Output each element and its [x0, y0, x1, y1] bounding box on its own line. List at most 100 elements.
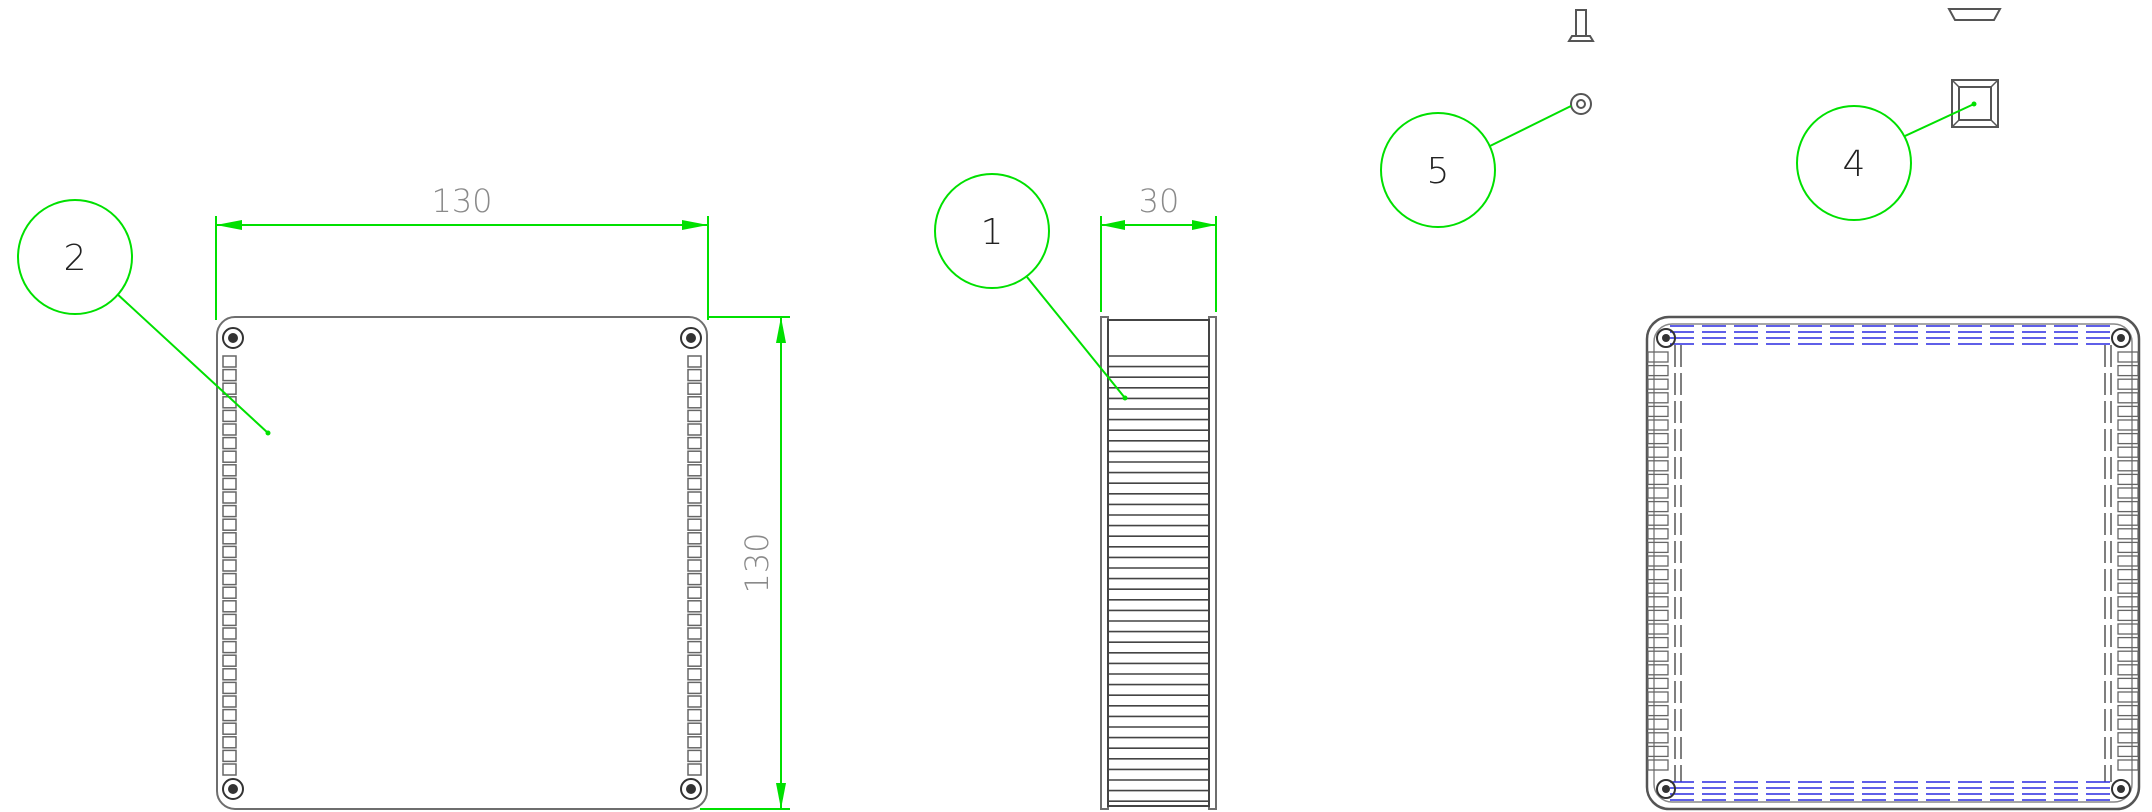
profile-fin [1647, 704, 1669, 717]
vent-slot [222, 477, 237, 491]
vent-slot [687, 586, 702, 599]
vent-slot [222, 600, 237, 613]
profile-fin [1647, 514, 1669, 526]
profile-fin [2117, 487, 2139, 499]
vent-slot [222, 681, 237, 695]
vent-slot [687, 423, 702, 436]
section-outer-outline [1645, 315, 2141, 811]
profile-fin [1647, 364, 1669, 377]
vent-slot [222, 532, 237, 545]
front-screw-hole-top-right [680, 327, 702, 349]
front-screw-hole-top-left [222, 327, 244, 349]
vent-slot [222, 749, 237, 763]
vent-slot [687, 600, 702, 613]
vent-slot [222, 736, 237, 749]
front-view [216, 316, 708, 810]
profile-fin [1647, 378, 1669, 390]
profile-fin [2117, 541, 2139, 554]
vent-slot [222, 722, 237, 735]
foot-side-icon [1947, 8, 2002, 21]
vent-slot [687, 464, 702, 477]
section-rail-bottom [1670, 781, 2116, 801]
front-plate-outline [216, 316, 708, 810]
vent-slot [222, 368, 237, 382]
vent-slot [222, 695, 237, 708]
profile-fin [1647, 745, 1669, 758]
profile-fin [2117, 759, 2139, 771]
dimension-front-height: 130 [700, 316, 790, 810]
vent-slot [687, 436, 702, 450]
vent-slot [687, 681, 702, 695]
profile-fin [1647, 596, 1669, 608]
balloon-4-label: 4 [1843, 144, 1866, 185]
vent-slot [687, 708, 702, 722]
vent-slot [687, 532, 702, 545]
vent-slot [222, 627, 237, 640]
profile-fin [2117, 623, 2139, 635]
profile-fin [2117, 732, 2139, 744]
vent-slot [687, 668, 702, 681]
profile-fin [1647, 691, 1669, 703]
profile-fin [2117, 405, 2139, 418]
profile-fin [1647, 500, 1669, 513]
vent-slot [687, 572, 702, 586]
vent-slot [222, 654, 237, 667]
vent-slot [222, 450, 237, 463]
profile-fin [2117, 650, 2139, 662]
vent-slot [687, 736, 702, 749]
section-view [1645, 315, 2141, 811]
profile-fin [1647, 432, 1669, 445]
vent-slot [687, 722, 702, 735]
vent-slot [687, 763, 702, 776]
vent-slot [687, 396, 702, 409]
vent-slot [687, 504, 702, 518]
front-vent-column-right [687, 355, 702, 776]
balloon-4: 4 [1796, 101, 1977, 221]
profile-fin [1647, 419, 1669, 431]
vent-slot [222, 586, 237, 599]
balloon-5: 5 [1380, 105, 1572, 228]
profile-fin [2117, 636, 2139, 649]
section-screw-boss-bottom-left [1656, 779, 1676, 799]
vent-slot [222, 355, 237, 368]
profile-fin [2117, 514, 2139, 526]
vent-slot [687, 559, 702, 572]
front-screw-hole-bottom-left [222, 778, 244, 800]
profile-fin [1647, 568, 1669, 581]
vent-slot [222, 518, 237, 531]
vent-slot [687, 640, 702, 654]
profile-fin [1647, 487, 1669, 499]
balloon-1: 1 [934, 173, 1128, 401]
vent-slot [687, 627, 702, 640]
profile-fin [2117, 568, 2139, 581]
profile-fin [1647, 392, 1669, 404]
vent-slot [222, 382, 237, 395]
section-screw-boss-top-right [2111, 328, 2131, 348]
profile-fin [1647, 555, 1669, 567]
vent-slot [687, 368, 702, 382]
vent-slot [222, 763, 237, 776]
section-inner-outline [1653, 323, 2133, 803]
profile-fin [1647, 405, 1669, 418]
vent-slot [222, 572, 237, 586]
balloon-2-label: 2 [64, 238, 87, 279]
vent-slot [222, 464, 237, 477]
dimension-front-width-label: 130 [431, 182, 492, 220]
vent-slot [687, 518, 702, 531]
profile-fin [2117, 596, 2139, 608]
profile-fin [2117, 609, 2139, 622]
profile-fin [1647, 759, 1669, 771]
side-fin-lines [1108, 355, 1209, 803]
vent-slot [222, 504, 237, 518]
vent-slot [687, 545, 702, 559]
section-screw-boss-top-left [1656, 328, 1676, 348]
profile-fin [1647, 473, 1669, 486]
vent-slot [687, 409, 702, 423]
profile-fin [1647, 446, 1669, 458]
balloon-2: 2 [17, 199, 271, 436]
profile-fin [2117, 582, 2139, 594]
section-fins-left [1647, 351, 1669, 771]
vent-slot [222, 708, 237, 722]
vent-slot [222, 640, 237, 654]
